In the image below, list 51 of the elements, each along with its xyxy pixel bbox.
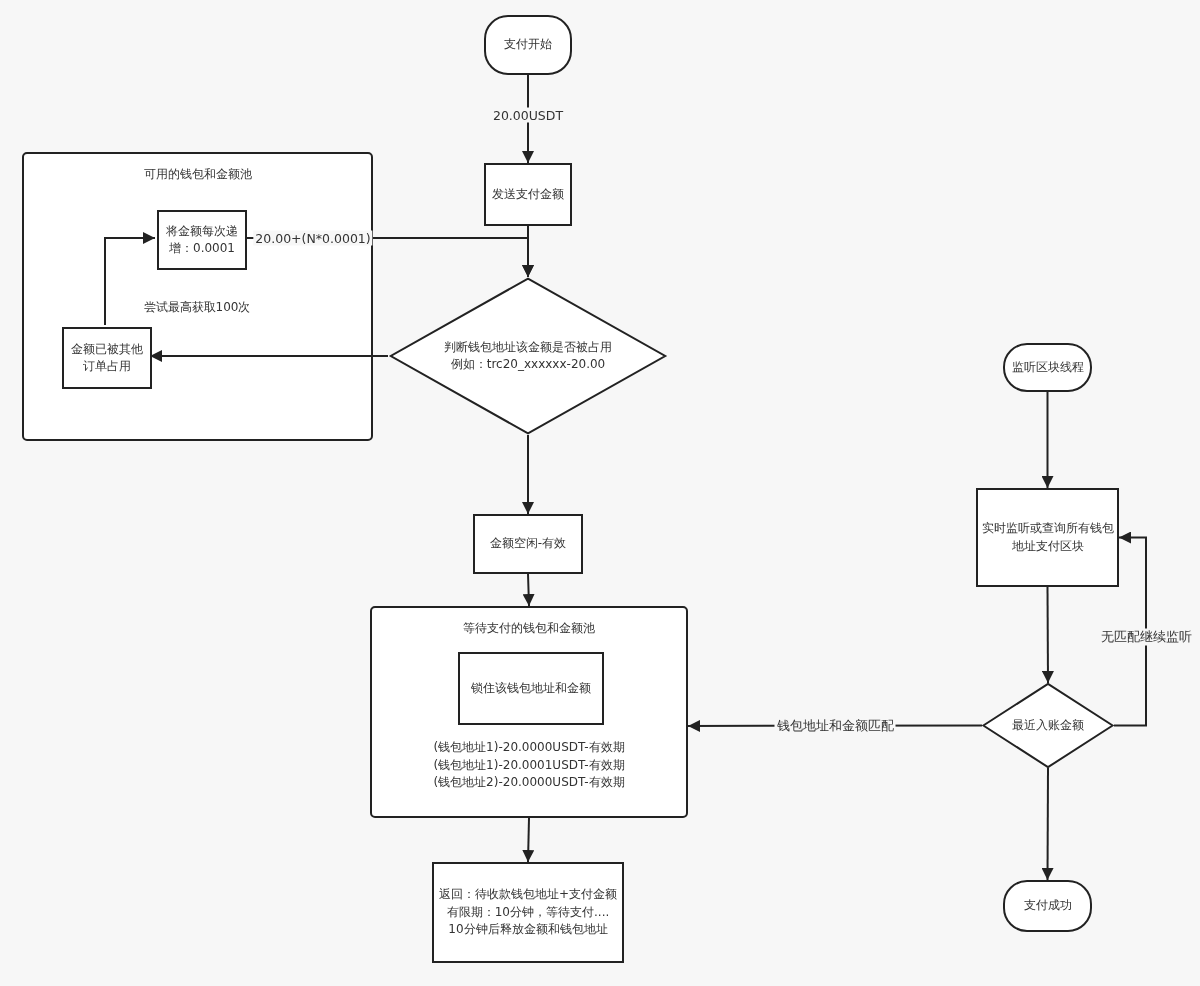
group-panel (22, 152, 373, 441)
node-label: 支付成功 (1022, 897, 1073, 915)
arrow (104, 232, 156, 326)
node-label: 例如：trc20_xxxxxx-20.00 (449, 356, 607, 373)
arrow (522, 573, 535, 607)
arrow (522, 74, 534, 164)
process-box (157, 210, 247, 270)
process-box (62, 327, 152, 389)
node-label: 实时监听或查询所有钱包地址支付区块 (980, 520, 1115, 555)
pool-entry: (钱包地址1)-20.0000USDT-有效期 (433, 739, 625, 757)
process-box (432, 862, 624, 963)
arrow (1041, 586, 1054, 684)
node-label: 支付开始 (503, 36, 553, 54)
group-panel (370, 606, 688, 818)
pool-entry: (钱包地址2)-20.0000USDT-有效期 (433, 774, 625, 792)
note-text: 尝试最高获取100次 (143, 298, 251, 316)
arrow (1041, 767, 1054, 881)
arrow (522, 434, 534, 515)
decision-diamond (388, 277, 668, 435)
decision-diamond (982, 683, 1114, 768)
pool-entry: (钱包地址1)-20.0001USDT-有效期 (433, 756, 625, 774)
arrow (687, 720, 983, 732)
node-label: 10分钟后释放金额和钱包地址 (447, 921, 609, 939)
arrow (1113, 531, 1147, 727)
node-label: 发送支付金额 (491, 185, 565, 203)
node-label: 锁住该钱包地址和金额 (470, 679, 592, 697)
arrow (149, 350, 389, 362)
process-box (473, 514, 583, 574)
process-box (458, 652, 604, 725)
arrow (522, 817, 535, 863)
node-label: 判断钱包地址该金额是否被占用 (443, 338, 613, 356)
process-box (484, 163, 572, 226)
terminal-box (1003, 343, 1092, 392)
node-label: 将金额每次递增：0.0001 (165, 222, 239, 257)
terminal-box (1003, 880, 1092, 932)
node-label: 返回：待收款钱包地址+支付金额 (437, 886, 619, 904)
terminal-box (484, 15, 572, 75)
edge-label: 20.00USDT (490, 107, 566, 123)
edge-label: 20.00+(N*0.0001) (253, 230, 373, 246)
node-label: 监听区块线程 (1010, 358, 1085, 376)
arrow (244, 237, 534, 278)
node-label: 最近入账金额 (1011, 716, 1085, 734)
edge-label: 钱包地址和金额匹配 (774, 717, 896, 735)
panel-title: 可用的钱包和金额池 (143, 166, 252, 183)
arrow (1041, 391, 1054, 489)
node-label: 金额已被其他订单占用 (70, 340, 144, 375)
process-box (976, 488, 1119, 587)
edge-label: 无匹配继续监听 (1098, 628, 1194, 646)
node-label: 有限期：10分钟，等待支付.... (445, 903, 611, 921)
node-label: 金额空闲-有效 (488, 535, 568, 553)
panel-title: 等待支付的钱包和金额池 (463, 620, 595, 637)
